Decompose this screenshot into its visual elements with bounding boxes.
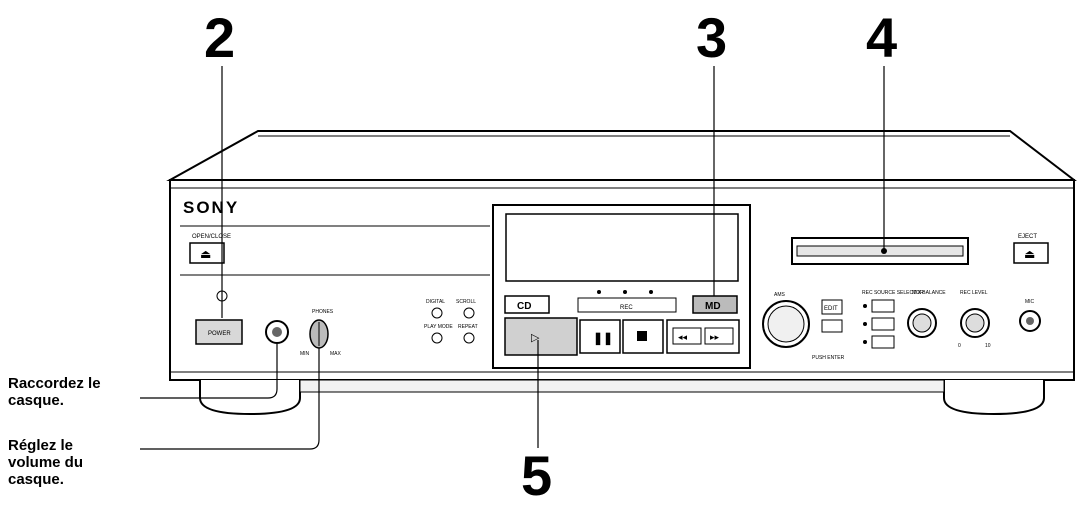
leader-phones-jack (140, 344, 278, 399)
rec-source-label: REC SOURCE SELECTOR (862, 290, 924, 296)
display-window (505, 213, 739, 282)
volume-max-label: MAX (330, 351, 342, 357)
stop-icon (637, 331, 647, 341)
foot-left (199, 380, 301, 416)
edit-label: EDIT (824, 306, 838, 312)
record-indicator-label: REC (620, 305, 633, 311)
play-icon: ▷ (531, 332, 540, 344)
power-button[interactable] (195, 319, 243, 345)
cd-eject-button[interactable] (189, 242, 225, 264)
digital-button[interactable] (431, 307, 443, 319)
callout-5: 5 (521, 444, 553, 507)
rewind-button[interactable] (672, 327, 702, 345)
callout-4: 4 (866, 6, 898, 69)
record-indicator-bar (577, 297, 677, 313)
callout-2: 2 (204, 6, 236, 69)
edit-button[interactable] (821, 299, 843, 315)
rec-level-max-label: 10 (985, 343, 991, 349)
phones-label: PHONES (312, 309, 334, 315)
play-button[interactable] (504, 317, 578, 356)
foot-right (943, 380, 1045, 416)
leader-phones-volume (140, 348, 320, 450)
play-mode-label: PLAY MODE (424, 324, 453, 330)
edit-sub-button[interactable] (821, 319, 843, 333)
callout-3: 3 (696, 6, 728, 69)
pause-button[interactable] (579, 319, 621, 354)
md-eject-label: EJECT (1018, 234, 1037, 240)
cd-eject-icon: ⏏ (200, 247, 211, 261)
repeat-button[interactable] (463, 332, 475, 344)
forward-icon: ▸▸ (710, 332, 720, 342)
rec-source-mic-button[interactable] (871, 335, 895, 349)
digital-label: DIGITAL (426, 299, 445, 305)
mic-label: MIC (1025, 299, 1035, 305)
volume-min-label: MIN (300, 351, 310, 357)
rec-level-min-label: 0 (958, 343, 961, 349)
forward-button[interactable] (704, 327, 734, 345)
rec-level-label: REC LEVEL (960, 290, 988, 296)
rewind-icon: ◂◂ (678, 332, 688, 342)
power-label: POWER (208, 331, 231, 337)
cd-select-label: CD (517, 301, 531, 312)
md-eject-button[interactable] (1013, 242, 1049, 264)
cabinet-top (166, 130, 1077, 181)
scroll-button[interactable] (463, 307, 475, 319)
mix-balance-label: MIX BALANCE (912, 290, 946, 296)
rec-source-cd-button[interactable] (871, 299, 895, 313)
open-close-label: OPEN/CLOSE (192, 234, 231, 240)
md-select-label: MD (705, 301, 721, 312)
md-select-button[interactable] (692, 295, 738, 314)
rec-source-analog-button[interactable] (871, 317, 895, 331)
md-eject-icon: ⏏ (1024, 247, 1035, 261)
push-enter-label: PUSH ENTER (812, 355, 845, 361)
note-headphones-volume: Réglez le volume du casque. (8, 437, 84, 488)
note-headphones-jack: Raccordez le casque. (8, 375, 101, 409)
play-mode-button[interactable] (431, 332, 443, 344)
repeat-label: REPEAT (458, 324, 478, 330)
pause-icon: ❚❚ (593, 331, 613, 346)
ams-label: AMS (774, 292, 786, 298)
scroll-label: SCROLL (456, 299, 476, 305)
brand-logo: SONY (183, 198, 239, 217)
cd-select-button[interactable] (504, 295, 550, 314)
